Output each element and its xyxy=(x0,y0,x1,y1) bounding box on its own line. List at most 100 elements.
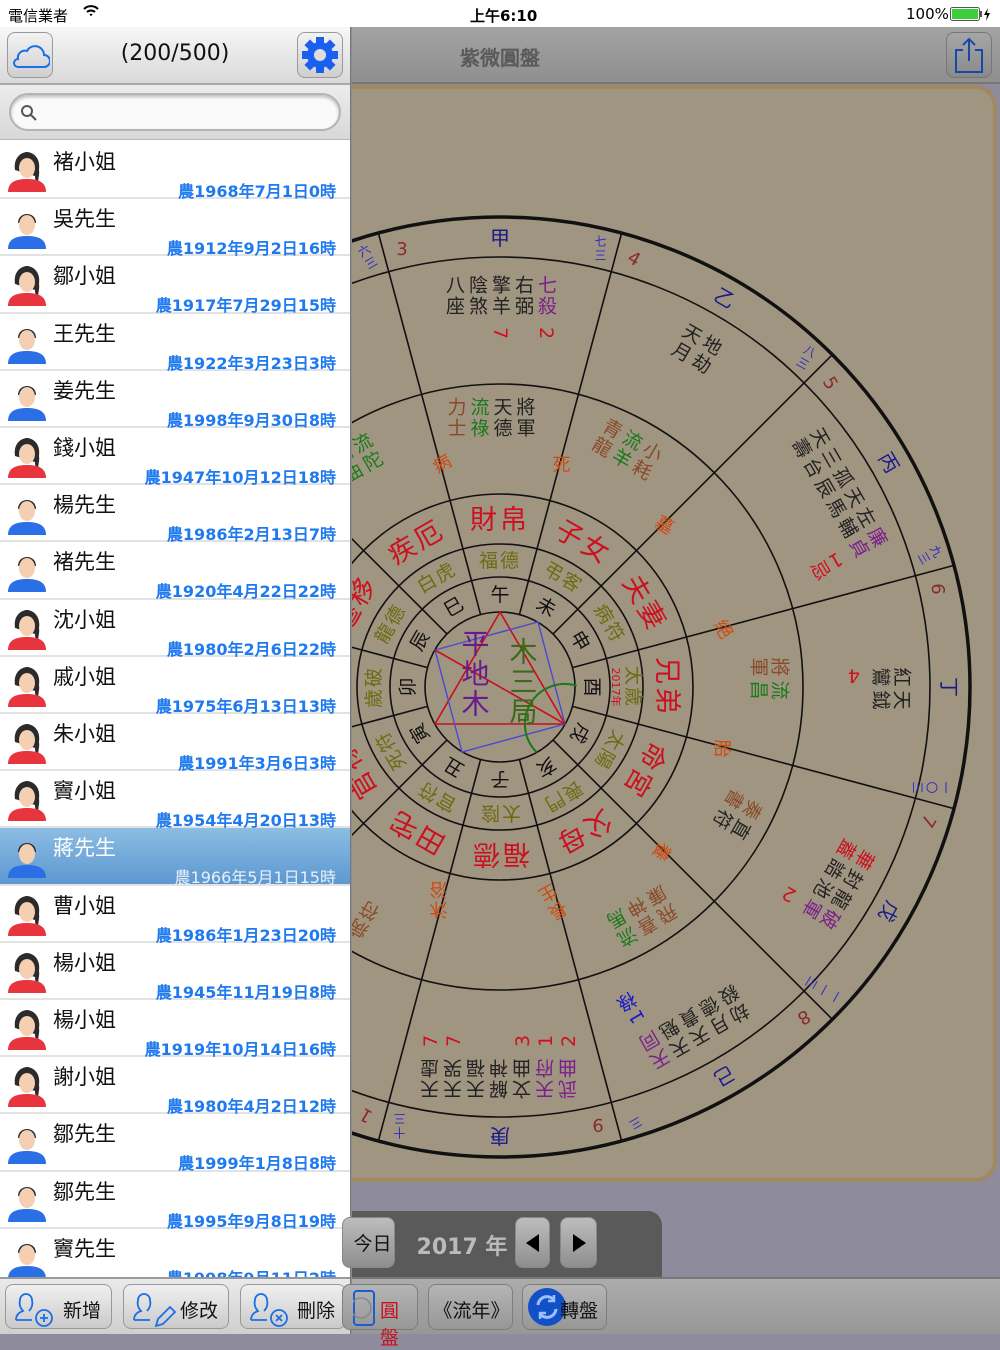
star-mark: 1忌 xyxy=(805,547,846,584)
carrier-label: 電信業者 xyxy=(8,7,69,25)
male-avatar-icon xyxy=(6,1122,48,1165)
person-list-item[interactable]: 曹小姐農1986年1月23日20時 xyxy=(0,885,350,945)
male-avatar-icon xyxy=(6,1180,48,1222)
female-avatar-icon xyxy=(6,894,48,936)
next-year-button[interactable] xyxy=(560,1217,597,1268)
person-list-item[interactable]: 蔣先生農1966年5月1日15時 xyxy=(0,828,350,887)
earthly-branch: 申 xyxy=(565,627,594,654)
person-edit-icon xyxy=(133,1293,177,1328)
main-star: 文曲 xyxy=(512,1057,534,1099)
circle-chart-button[interactable]: 圓盤 xyxy=(342,1284,418,1349)
person-list-item[interactable]: 謝小姐農1980年4月2日12時 xyxy=(0,1057,350,1116)
search-input[interactable] xyxy=(9,93,341,131)
shensha-star: 福德 xyxy=(479,550,521,572)
sector-divider xyxy=(552,739,833,1020)
female-avatar-icon xyxy=(6,264,48,307)
record-counter: (200/500) xyxy=(120,41,230,66)
person-list-item[interactable]: 錢小姐農1947年10月12日18時 xyxy=(0,428,350,487)
palace-sector-卯[interactable]: 卯歲破僕役 xyxy=(352,657,419,717)
person-name: 王先生 xyxy=(53,321,116,346)
person-birth-date: 農1995年9月8日19時 xyxy=(166,1211,336,1231)
person-name: 蔣先生 xyxy=(53,836,116,861)
person-list-item[interactable]: 吳先生農1912年9月2日16時 xyxy=(0,199,350,259)
main-star-text: 擎羊 xyxy=(489,275,511,317)
main-star-text: 天哭 xyxy=(443,1057,465,1099)
person-name: 楊小姐 xyxy=(53,950,116,975)
person-list-item[interactable]: 姜先生農1998年9月30日8時 xyxy=(0,370,350,430)
circle-chart-label: 圓盤 xyxy=(380,1300,400,1349)
add-person-button[interactable]: 新增 xyxy=(5,1284,112,1329)
main-star-text: 武曲 xyxy=(558,1057,580,1099)
person-name: 鄒先生 xyxy=(53,1179,116,1204)
person-list-item[interactable]: 鄒先生農1995年9月8日19時 xyxy=(0,1171,350,1231)
shensha-star: 官符 xyxy=(413,776,460,816)
person-list-item[interactable]: 竇小姐農1954年4月20日13時 xyxy=(0,771,350,831)
heavenly-stem: 丙 xyxy=(873,448,904,477)
star-mark: 2 xyxy=(777,880,800,906)
person-birth-date: 農1920年4月22日22時 xyxy=(155,582,336,602)
person-list-item[interactable]: 鄒小姐農1917年7月29日15時 xyxy=(0,256,350,315)
people-panel: (200/500) 褚小姐農1968年7月1日0時吳先生農1912年9月2日16… xyxy=(0,27,351,1334)
person-list-item[interactable]: 鄒先生農1999年1月8日8時 xyxy=(0,1114,350,1173)
add-label: 新增 xyxy=(62,1300,101,1322)
main-star: 陰煞 xyxy=(466,275,488,317)
person-list-item[interactable]: 王先生農1922年3月23日3時 xyxy=(0,313,350,373)
person-list-item[interactable]: 朱小姐農1991年3月6日3時 xyxy=(0,714,350,773)
star-mark-text: 7 xyxy=(443,1033,465,1047)
sector-number: 6 xyxy=(927,583,948,594)
flow-year-button[interactable]: 《流年》 xyxy=(428,1284,513,1330)
palace-sector-酉[interactable]: 酉太歲2017年兄弟丁6一〇三胎天鉞紅鸞4流昌將軍 xyxy=(581,583,961,794)
person-birth-date: 農1954年4月20日13時 xyxy=(155,811,336,831)
female-avatar-icon xyxy=(6,1065,48,1108)
center-diagram: 平地木木三局 xyxy=(433,610,577,754)
year-display: 2017 年 xyxy=(416,1235,508,1260)
male-avatar-icon xyxy=(6,550,48,593)
age-range: 六三 xyxy=(354,242,380,274)
sector-divider xyxy=(377,759,482,1142)
person-list-item[interactable]: 竇先生農1998年9月11日2時 xyxy=(0,1228,350,1277)
delete-person-button[interactable]: 刪除 xyxy=(240,1284,346,1329)
person-birth-date: 農1919年10月14日16時 xyxy=(144,1040,336,1059)
today-button[interactable]: 今日 xyxy=(342,1217,395,1268)
share-button[interactable] xyxy=(946,32,992,78)
earthly-branch: 戌 xyxy=(565,719,594,746)
earthly-branch: 午 xyxy=(490,584,509,606)
sector-number: 8 xyxy=(793,1005,813,1029)
sector-number: 3 xyxy=(396,239,407,260)
minor-star-text: 流祿 xyxy=(468,397,490,439)
person-list-item[interactable]: 楊先生農1986年2月13日7時 xyxy=(0,485,350,544)
bureau-label-text: 木三局 xyxy=(506,637,539,727)
sector-divider xyxy=(352,739,448,837)
person-list-item[interactable]: 楊小姐農1945年11月19日8時 xyxy=(0,942,350,1002)
main-star: 解神 xyxy=(489,1057,511,1099)
person-birth-date: 農1912年9月2日16時 xyxy=(166,239,336,259)
sector-number: 9 xyxy=(592,1114,603,1135)
person-list-item[interactable]: 褚先生農1920年4月22日22時 xyxy=(0,542,350,602)
minor-star-text: 天德 xyxy=(491,397,513,439)
person-list-item[interactable]: 褚小姐農1968年7月1日0時 xyxy=(0,142,350,201)
main-star-text: 天鉞 xyxy=(870,688,912,710)
shensha-star: 死符 xyxy=(371,726,411,773)
previous-year-button[interactable] xyxy=(515,1217,550,1268)
minor-star: 力士 xyxy=(445,397,467,439)
earthly-branch: 寅 xyxy=(406,719,435,746)
person-list-item[interactable]: 沈小姐農1980年2月6日22時 xyxy=(0,599,350,659)
cloud-sync-button[interactable] xyxy=(7,32,53,78)
person-name: 戚小姐 xyxy=(53,664,116,689)
female-avatar-icon xyxy=(6,436,48,478)
earthly-branch: 亥 xyxy=(532,752,559,781)
settings-button[interactable] xyxy=(297,32,343,78)
main-star: 八座 xyxy=(443,275,465,317)
star-mark: 3 xyxy=(512,1033,534,1047)
sector-divider xyxy=(518,759,623,1142)
rotate-chart-button[interactable]: 轉盤 xyxy=(522,1284,607,1330)
person-list-item[interactable]: 楊小姐農1919年10月14日16時 xyxy=(0,1000,350,1059)
edit-person-button[interactable]: 修改 xyxy=(123,1284,229,1329)
person-list-item[interactable]: 戚小姐農1975年6月13日13時 xyxy=(0,656,350,716)
changsheng-star-text: 長生 xyxy=(535,878,573,923)
star-mark-text: 1忌 xyxy=(805,547,846,584)
